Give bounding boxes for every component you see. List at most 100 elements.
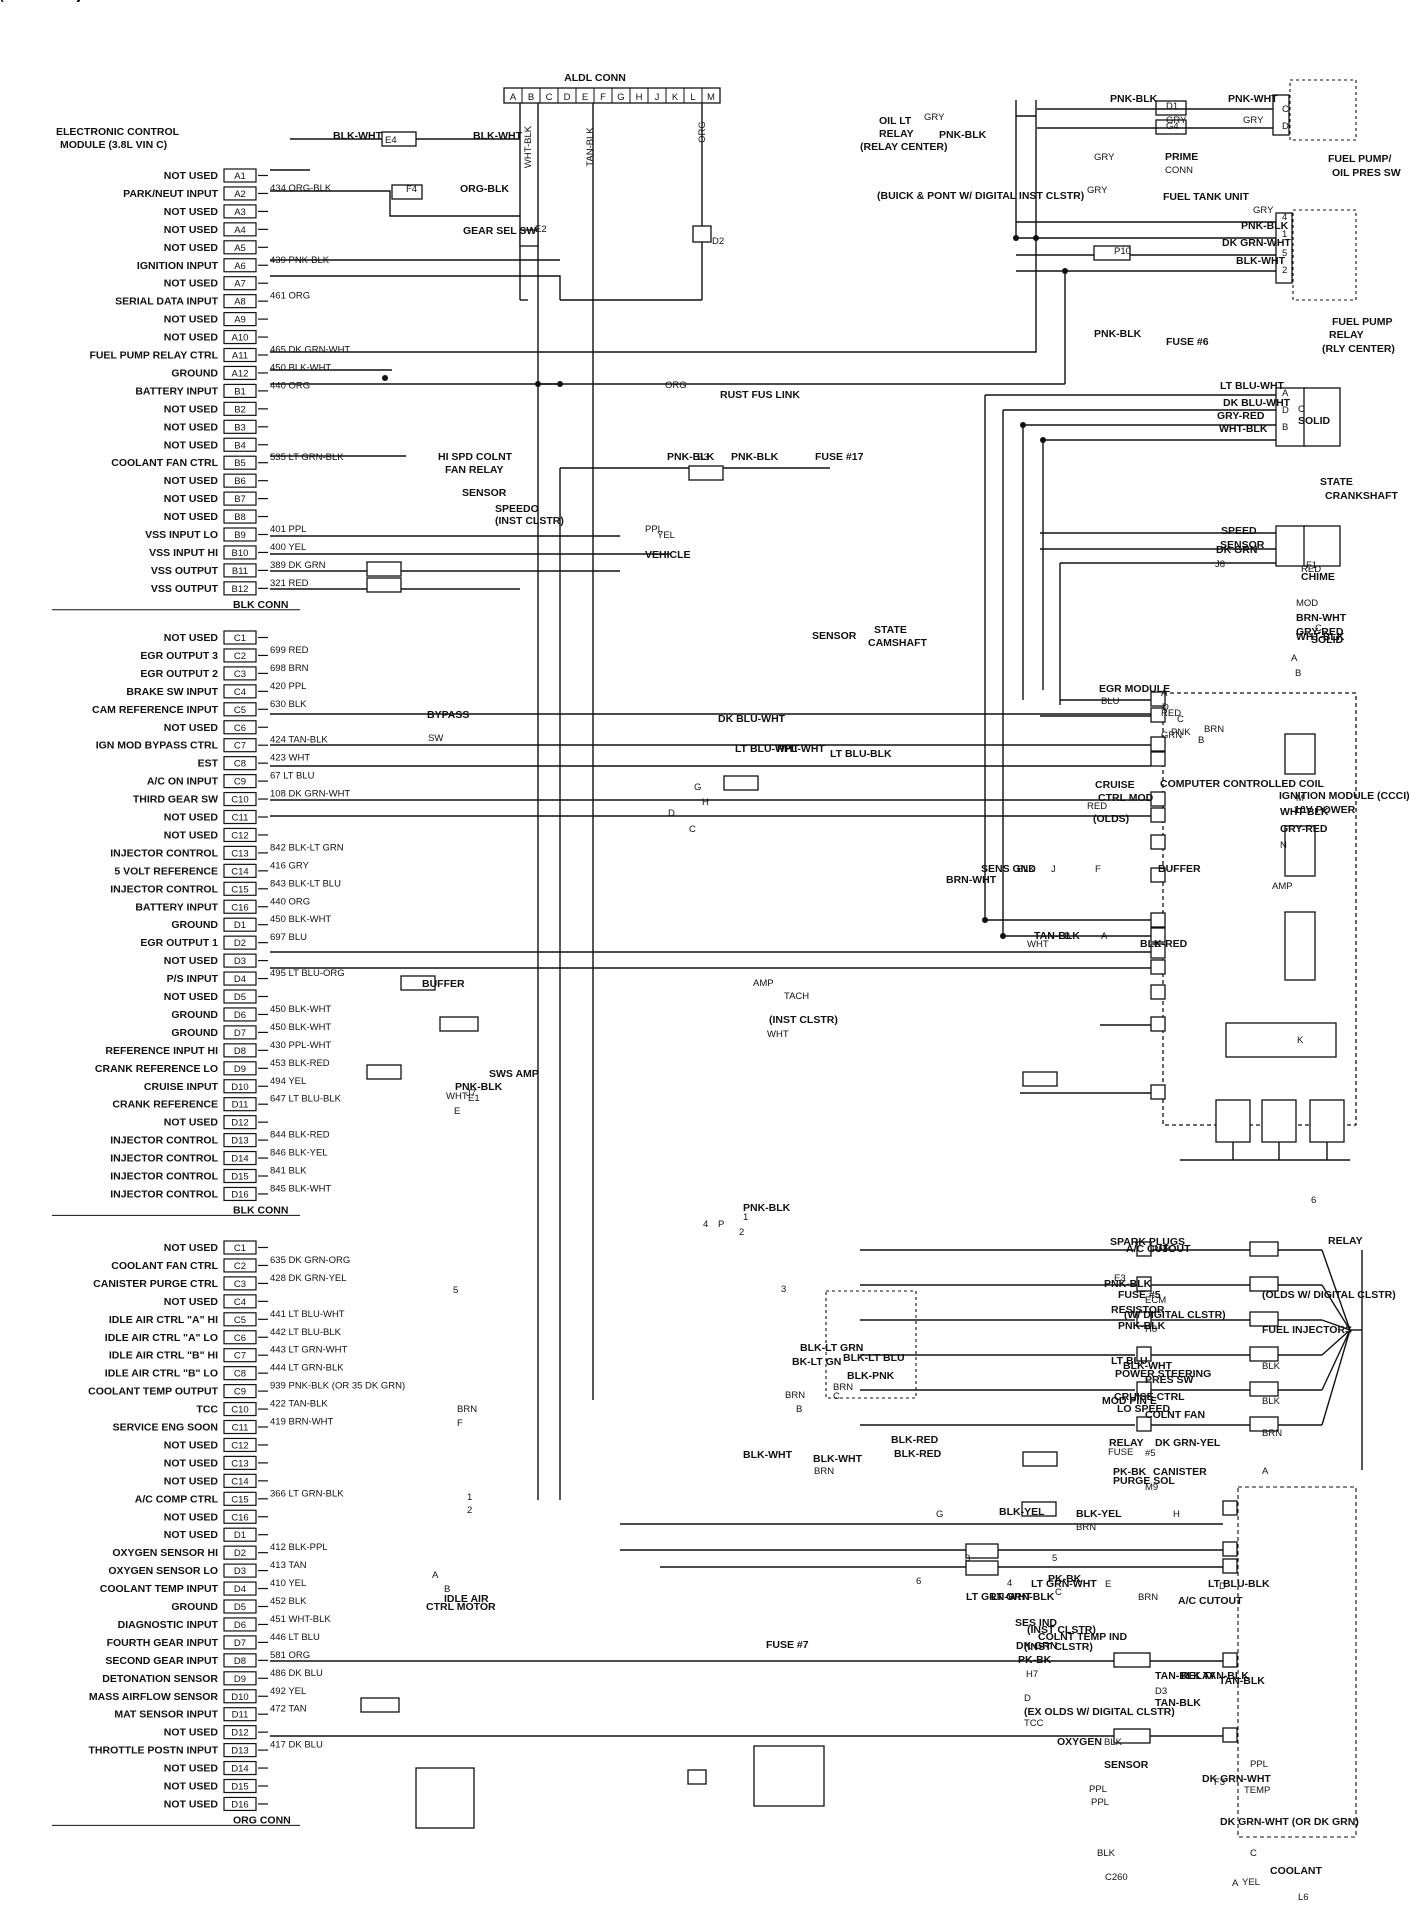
ecm-pin-box bbox=[223, 738, 257, 753]
connector-j8 bbox=[366, 561, 402, 577]
diagram-label: VEHICLE bbox=[645, 549, 691, 561]
connector-d1 bbox=[1155, 100, 1187, 116]
diagram-label: ORG bbox=[0, 0, 22, 3]
diagram-label: 5 bbox=[1052, 1553, 1057, 1564]
diagram-label: FUSE #5 bbox=[1118, 1289, 1161, 1301]
diagram-label: CRUISE bbox=[1095, 779, 1135, 791]
diagram-label: 4TH SW bbox=[0, 0, 40, 3]
ecm-pin-id: D5 bbox=[234, 1602, 246, 1613]
ccci-pin bbox=[1150, 959, 1166, 975]
ecm-pin-id: A3 bbox=[234, 207, 246, 218]
diagram-label: SENSOR bbox=[1104, 1759, 1149, 1771]
diagram-label: OIL LT bbox=[879, 115, 912, 127]
ecm-pin-wire: 434 ORG-BLK bbox=[270, 183, 332, 194]
ecm-pin-function: NOT USED bbox=[164, 1798, 219, 1810]
diagram-label: BLU bbox=[1101, 696, 1120, 707]
aldl-pin-l: L bbox=[690, 92, 695, 103]
diagram-label: CHIME bbox=[1301, 571, 1335, 583]
ecm-pin-box bbox=[223, 1348, 257, 1363]
aldl-pin-a: A bbox=[510, 92, 517, 103]
diagram-label: SPARK PLUGS bbox=[1110, 1236, 1185, 1248]
ecm-pin-function: NOT USED bbox=[164, 1242, 219, 1254]
diagram-label: BLK-LT BLU bbox=[843, 1352, 905, 1364]
connector-e3 bbox=[723, 775, 759, 791]
diagram-label: ORG bbox=[0, 0, 22, 3]
ecm-pin-box bbox=[223, 1294, 257, 1309]
ecm-pin-box bbox=[223, 1186, 257, 1202]
ecm-connector-name: ORG CONN bbox=[233, 1814, 291, 1826]
ecm-pin-id: C1 bbox=[234, 633, 246, 644]
ecm-pin-box bbox=[223, 845, 257, 861]
injector-conn bbox=[1136, 1241, 1152, 1257]
diagram-label: ORG-BLK bbox=[460, 183, 509, 195]
aldl-title: ALDL CONN bbox=[564, 72, 626, 84]
ecm-pin-box bbox=[223, 437, 257, 452]
diagram-label: FUEL PUMP bbox=[1332, 316, 1392, 328]
ecm-pin-function: A/C ON INPUT bbox=[147, 776, 219, 788]
diagram-label: PNK-BLK bbox=[667, 451, 715, 463]
connector-l8 bbox=[1113, 1728, 1151, 1744]
ecm-pin-box bbox=[223, 989, 257, 1004]
ecm-pin-id: C2 bbox=[234, 1261, 246, 1272]
diagram-label: BLK bbox=[0, 0, 19, 3]
trans-pin bbox=[1222, 1500, 1238, 1516]
ecm-pin-id: C11 bbox=[232, 813, 249, 824]
ecm-pin-wire: 450 BLK-WHT bbox=[270, 362, 331, 373]
diagram-label: 2 bbox=[1282, 265, 1287, 276]
diagram-label: GEAR SEL SW bbox=[463, 225, 536, 237]
ecm-pin-function: SERVICE ENG SOON bbox=[113, 1422, 218, 1434]
ecm-pin-function: BATTERY INPUT bbox=[135, 385, 218, 397]
diagram-label: M bbox=[1296, 793, 1304, 804]
ecm-pin-wire: 486 DK BLU bbox=[270, 1668, 323, 1679]
diagram-label: B bbox=[444, 1584, 450, 1595]
diagram-label: BRN bbox=[833, 1382, 853, 1393]
ecm-pin-wire: 430 PPL-WHT bbox=[270, 1040, 331, 1051]
diagram-label: COLNT TEMP IND bbox=[1038, 1631, 1127, 1643]
wire bbox=[1321, 1284, 1351, 1331]
ecm-pin-id: B2 bbox=[234, 404, 246, 415]
diagram-label: SW bbox=[428, 733, 443, 744]
ecm-pin-function: NOT USED bbox=[164, 278, 219, 290]
ecm-pin-function: COOLANT TEMP INPUT bbox=[100, 1583, 219, 1595]
ecm-pin-function: BRAKE SW INPUT bbox=[126, 686, 218, 698]
ecm-pin-id: D12 bbox=[231, 1118, 248, 1129]
diagram-label: CAMSHAFT bbox=[868, 637, 927, 649]
fuel-pump-conn bbox=[1272, 94, 1290, 136]
ecm-pin-id: D15 bbox=[231, 1782, 248, 1793]
connector-l7 bbox=[1113, 1652, 1151, 1668]
diagram-label: DK GRN-YEL bbox=[1155, 1437, 1221, 1449]
diagram-label: PK-BK bbox=[1113, 1466, 1147, 1478]
diagram-label: B bbox=[796, 1404, 802, 1415]
splice bbox=[1020, 422, 1026, 428]
diagram-label: BRN bbox=[1076, 1522, 1096, 1533]
diagram-label: SES IND bbox=[1015, 1617, 1057, 1629]
ecm-pin-function: COOLANT FAN CTRL bbox=[111, 457, 218, 469]
ecm-pin-box bbox=[223, 1097, 257, 1112]
diagram-label: RELAY bbox=[879, 128, 914, 140]
diagram-label: A bbox=[1161, 688, 1168, 699]
ecm-pin-function: NOT USED bbox=[164, 1781, 219, 1793]
diagram-label: GRY bbox=[0, 0, 21, 3]
ecm-pin-function: GROUND bbox=[171, 367, 218, 379]
diagram-label: AMP bbox=[1272, 881, 1293, 892]
diagram-label: G bbox=[936, 1509, 943, 1520]
diagram-label: BUFFER bbox=[1158, 863, 1201, 875]
ecm-pin-function: NOT USED bbox=[164, 439, 219, 451]
ecm-pin-id: D7 bbox=[234, 1028, 246, 1039]
ccci-pin bbox=[1150, 807, 1166, 823]
ecm-pin-function: PARK/NEUT INPUT bbox=[123, 188, 218, 200]
diagram-label: WHT bbox=[1027, 939, 1049, 950]
connector-f1 bbox=[366, 577, 402, 593]
ecm-pin-id: D6 bbox=[234, 1010, 246, 1021]
diagram-label: DK GRN-WHT bbox=[1222, 237, 1291, 249]
ecm-pin-box bbox=[223, 1115, 257, 1130]
ecm-pin-function: GROUND bbox=[171, 1027, 218, 1039]
diagram-label: RED bbox=[1301, 564, 1321, 575]
ecm-pin-function: VSS OUTPUT bbox=[151, 565, 219, 577]
diagram-label: LT BLU-BLK bbox=[1208, 1578, 1270, 1590]
ecm-pin-function: NOT USED bbox=[164, 1763, 219, 1775]
ecm-pin-function: GROUND bbox=[171, 1009, 218, 1021]
sws-amp bbox=[1225, 1022, 1337, 1058]
diagram-label: WHT-BLK bbox=[1296, 631, 1345, 643]
